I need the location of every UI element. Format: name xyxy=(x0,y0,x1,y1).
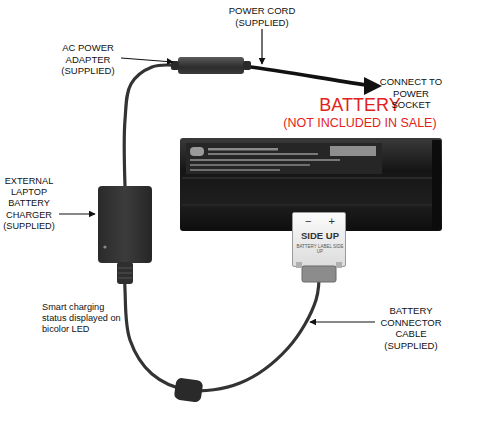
cable xyxy=(124,65,178,186)
battery-label-area xyxy=(186,143,382,174)
callout-text: BATTERY LABEL SIDE UP xyxy=(293,244,347,255)
battery-logo xyxy=(190,147,204,156)
battery-fine-print xyxy=(208,153,318,155)
status-note: Smart charging status displayed on bicol… xyxy=(42,302,124,336)
battery-seam xyxy=(182,178,440,179)
laptop-battery: BATTERY(NOT INCLUDED IN SALE) xyxy=(180,138,442,231)
callout-heading: EXTERNAL LAPTOP BATTERY CHARGER (SUPPLIE… xyxy=(0,176,60,232)
battery-fine-print xyxy=(190,159,340,161)
callout-heading: AC POWER ADAPTER (SUPPLIED) xyxy=(54,42,122,77)
callout-heading: BATTERY xyxy=(280,95,440,117)
leader-arrow xyxy=(261,29,262,64)
connector-latch xyxy=(336,262,342,268)
callout-text: SIDE UP xyxy=(293,230,347,242)
ferrite-bead xyxy=(174,377,204,403)
battery-fine-print xyxy=(208,148,278,151)
plug-rib xyxy=(118,268,132,269)
connector-plug xyxy=(302,266,336,282)
adapter-strain-relief xyxy=(171,61,179,70)
connector-latch xyxy=(296,262,302,268)
callout-label: POWER CORD (SUPPLIED) xyxy=(227,5,297,28)
callout-label: BATTERY CONNECTOR CABLE (SUPPLIED) xyxy=(376,305,446,351)
leader-arrow xyxy=(59,213,95,214)
callout-heading: − + xyxy=(293,215,347,228)
adapter-strain-relief xyxy=(243,61,251,70)
bicolor-led xyxy=(103,245,106,248)
callout-text: (NOT INCLUDED IN SALE) xyxy=(270,116,450,131)
leader-arrow xyxy=(310,321,375,322)
battery-certification-marks xyxy=(330,146,376,156)
battery-seam xyxy=(182,205,440,206)
leader-arrow xyxy=(121,58,173,62)
charger-plug xyxy=(117,262,133,284)
battery-fine-print xyxy=(190,164,310,166)
callout-label: CONNECT TO POWER SOCKET xyxy=(377,76,445,111)
plug-rib xyxy=(118,278,132,279)
power-cord xyxy=(244,66,366,85)
cable xyxy=(125,263,319,391)
battery-charger: EXTERNAL LAPTOP BATTERY CHARGER (SUPPLIE… xyxy=(98,186,152,263)
battery-connector: − + SIDE UP BATTERY LABEL SIDE UP xyxy=(292,212,346,267)
battery-end-cap xyxy=(432,140,441,229)
power-adapter: AC POWER ADAPTER (SUPPLIED) xyxy=(178,57,244,74)
plug-rib xyxy=(118,273,132,274)
battery-fine-print xyxy=(190,169,280,171)
socket-arrowhead xyxy=(364,77,382,95)
